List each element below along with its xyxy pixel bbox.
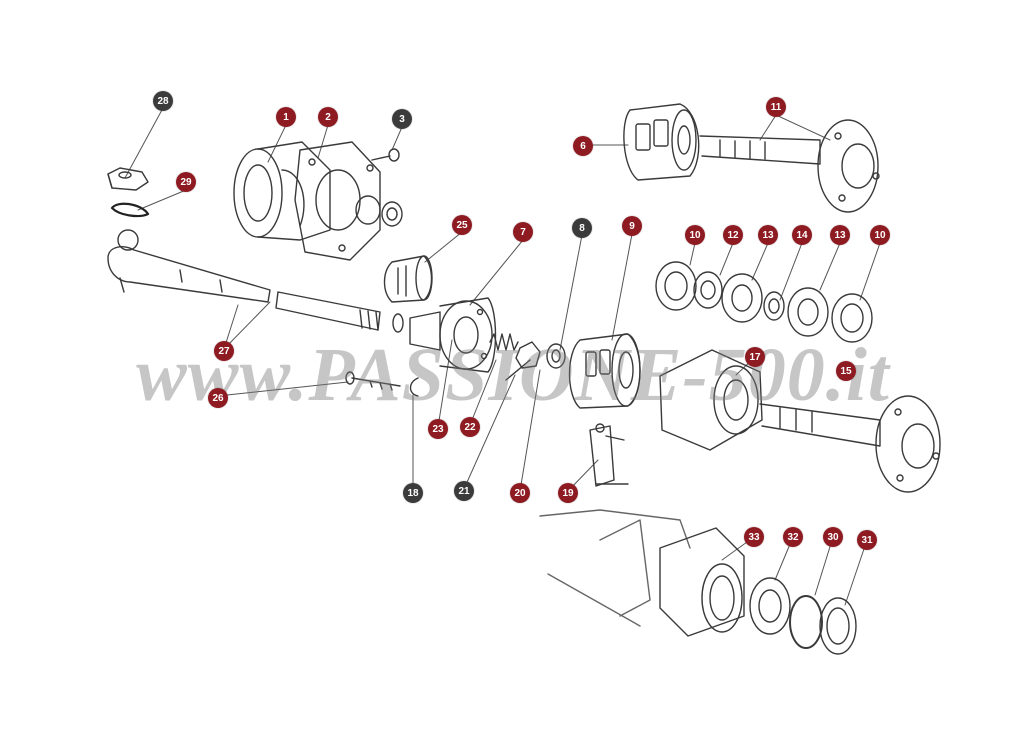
callout-20[interactable]: 20	[510, 483, 530, 503]
callout-25[interactable]: 25	[452, 215, 472, 235]
callout-13-right[interactable]: 13	[830, 225, 850, 245]
callout-3[interactable]: 3	[392, 109, 412, 129]
part-bracket-19	[589, 423, 629, 487]
callout-10-left[interactable]: 10	[685, 225, 705, 245]
part-shaft-15	[759, 395, 941, 493]
part-ring-14	[763, 291, 785, 321]
callout-6[interactable]: 6	[573, 136, 593, 156]
callout-26[interactable]: 26	[208, 388, 228, 408]
callout-7[interactable]: 7	[513, 222, 533, 242]
callout-14[interactable]: 14	[792, 225, 812, 245]
part-spring-22	[489, 333, 519, 351]
callout-19[interactable]: 19	[558, 483, 578, 503]
callout-13-left[interactable]: 13	[758, 225, 778, 245]
callout-1[interactable]: 1	[276, 107, 296, 127]
part-flange-2	[294, 141, 403, 261]
part-housing-1	[233, 141, 331, 241]
part-bearing-32	[749, 577, 791, 635]
callout-33[interactable]: 33	[744, 527, 764, 547]
part-bearing-13b	[787, 287, 829, 337]
part-shaft-27	[107, 229, 404, 333]
callout-31[interactable]: 31	[857, 530, 877, 550]
leader-lines	[124, 107, 881, 606]
callout-32[interactable]: 32	[783, 527, 803, 547]
part-bearing-10b	[831, 293, 873, 343]
part-collar-33	[659, 527, 745, 637]
callout-27[interactable]: 27	[214, 341, 234, 361]
part-bearing-10a	[655, 261, 697, 311]
part-bearing-13a	[721, 273, 763, 323]
part-washer-8	[546, 343, 566, 369]
callout-12[interactable]: 12	[723, 225, 743, 245]
callout-8[interactable]: 8	[572, 218, 592, 238]
callout-21[interactable]: 21	[454, 481, 474, 501]
part-nut-20	[515, 341, 541, 369]
callout-17[interactable]: 17	[745, 347, 765, 367]
part-yoke-7	[409, 297, 497, 373]
part-seal-31	[819, 597, 857, 655]
callout-9[interactable]: 9	[622, 216, 642, 236]
callout-30[interactable]: 30	[823, 527, 843, 547]
callout-23[interactable]: 23	[428, 419, 448, 439]
part-bearing-12	[693, 271, 723, 309]
part-nut-28	[107, 167, 149, 191]
callout-15[interactable]: 15	[836, 361, 856, 381]
part-bolt-26	[345, 371, 401, 391]
callout-22[interactable]: 22	[460, 417, 480, 437]
callout-28[interactable]: 28	[153, 91, 173, 111]
callout-10-right[interactable]: 10	[870, 225, 890, 245]
callout-2[interactable]: 2	[318, 107, 338, 127]
part-clip-18	[409, 377, 419, 397]
part-pin-21	[505, 359, 531, 381]
part-snap-ring-30	[789, 595, 823, 649]
part-housing-17	[659, 349, 763, 451]
callout-11[interactable]: 11	[766, 97, 786, 117]
part-casing	[539, 509, 691, 627]
part-screw-3	[371, 148, 400, 162]
part-clip-29	[110, 202, 150, 218]
callout-18[interactable]: 18	[403, 483, 423, 503]
part-shaft-11	[699, 119, 880, 213]
part-cage-9	[568, 333, 641, 409]
callout-29[interactable]: 29	[176, 172, 196, 192]
part-bushing-25	[383, 255, 433, 303]
part-coupling-6	[623, 103, 700, 181]
